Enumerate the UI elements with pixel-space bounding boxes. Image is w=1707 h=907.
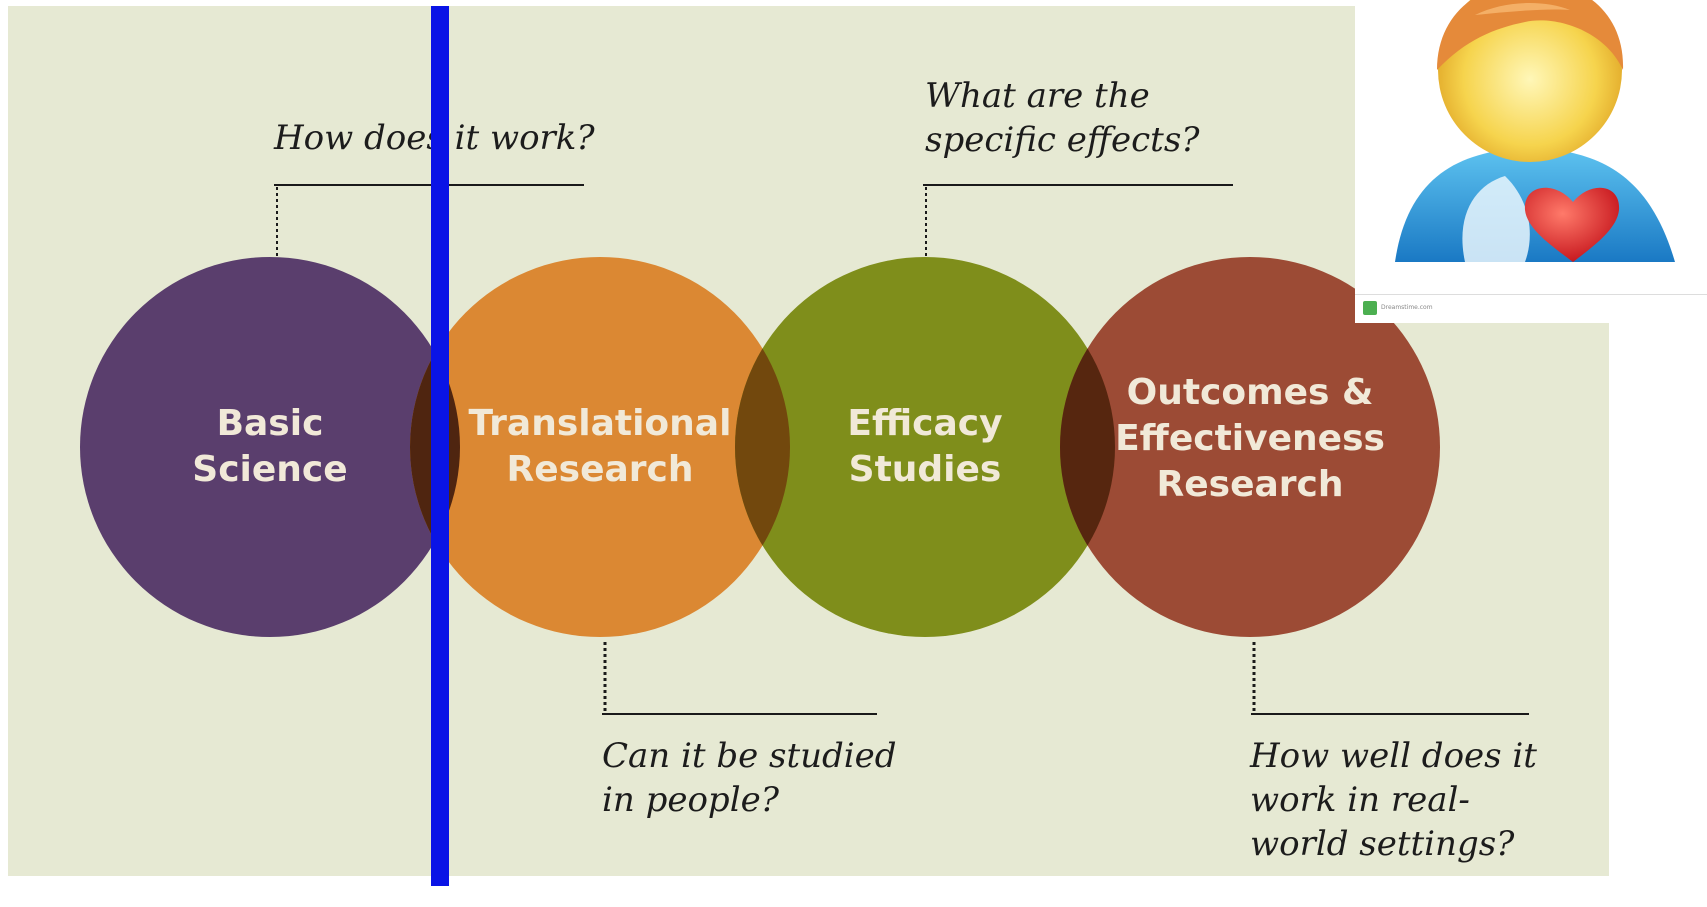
stage-label-translational-research: Translational Research xyxy=(468,403,732,490)
brand-logo-icon xyxy=(1363,301,1377,315)
stage-label-efficacy-studies: Efficacy Studies xyxy=(847,403,1003,490)
circle-basic-science xyxy=(80,257,460,637)
question-how-does-it-work: How does it work? xyxy=(274,118,595,158)
patient-heart-icon xyxy=(1395,0,1675,262)
circle-outcomes-research xyxy=(1060,257,1440,637)
vertical-marker-line xyxy=(431,6,449,886)
footer-strip xyxy=(0,876,1707,907)
brand-text: Dreamstime.com xyxy=(1381,304,1433,311)
circle-efficacy-studies xyxy=(735,257,1115,637)
question-studied-in-people: Can it be studied in people? xyxy=(602,736,897,820)
icon-brand-strip: Dreamstime.com xyxy=(1355,294,1707,323)
connectors xyxy=(274,184,1529,715)
stage-label-basic-science: Basic Science xyxy=(192,403,348,490)
stage-label-outcomes-research: Outcomes & Effectiveness Research xyxy=(1115,372,1385,505)
question-specific-effects: What are the specific effects? xyxy=(925,76,1200,160)
circle-translational-research xyxy=(410,257,790,637)
question-real-world-settings: How well does it work in real- world set… xyxy=(1250,736,1537,864)
icon-overlay xyxy=(1355,0,1707,322)
